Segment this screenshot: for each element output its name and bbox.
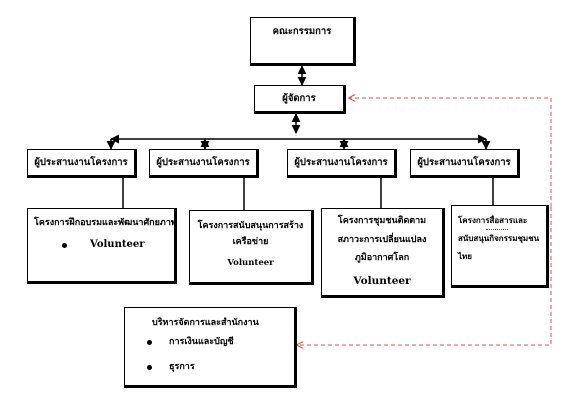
- project-box-4: โครงการสื่อสารและ สนับสนุนกิจกรรมชุมชน ไ…: [451, 205, 549, 288]
- coordinator-label: ผู้ประสานงานโครงการ: [417, 157, 511, 168]
- board-box: คณะกรรมการ: [250, 17, 356, 66]
- coordinator-box-1: ผู้ประสานงานโครงการ: [27, 149, 137, 178]
- bullet-icon: [62, 243, 67, 248]
- project-line: ไทย: [458, 252, 472, 261]
- project-line: เครือข่าย: [232, 237, 269, 247]
- project-line: โครงการสื่อสารและ: [458, 216, 528, 225]
- board-label: คณะกรรมการ: [272, 26, 332, 37]
- admin-item: การเงินและบัญชี: [169, 337, 234, 347]
- coordinator-label: ผู้ประสานงานโครงการ: [294, 157, 388, 168]
- admin-title: บริหารจัดการและสำนักงาน: [152, 318, 259, 328]
- bullet-icon: [147, 340, 152, 345]
- admin-item: ธุรการ: [169, 362, 195, 372]
- spellcheck-underline: [486, 227, 508, 230]
- project-line: โครงการฝึกอบรมและพัฒนาศักยภาพ: [34, 218, 177, 228]
- project-volunteer: Volunteer: [227, 258, 274, 268]
- coordinator-label: ผู้ประสานงานโครงการ: [34, 157, 128, 168]
- dashed-link: [349, 98, 552, 207]
- dashed-link-admin: [297, 207, 552, 345]
- manager-label: ผู้จัดการ: [282, 93, 316, 104]
- bullet-icon: [147, 365, 152, 370]
- coordinator-box-2: ผู้ประสานงานโครงการ: [149, 149, 259, 178]
- project-line: สนับสนุนกิจกรรมชุมชน: [458, 234, 540, 243]
- project-volunteer: Volunteer: [90, 239, 145, 250]
- project-line: ภูมิอากาศโลก: [354, 253, 410, 263]
- project-line: สภาวะการเปลี่ยนแปลง: [337, 235, 427, 245]
- project-line: โครงการชุมชนติดตาม: [337, 216, 427, 226]
- coordinator-box-3: ผู้ประสานงานโครงการ: [287, 149, 397, 178]
- project-box-3: โครงการชุมชนติดตาม สภาวะการเปลี่ยนแปลง ภ…: [321, 208, 445, 298]
- project-box-1: โครงการฝึกอบรมและพัฒนาศักยภาพ Volunteer: [27, 208, 177, 284]
- project-volunteer: Volunteer: [353, 275, 411, 287]
- admin-box: บริหารจัดการและสำนักงาน การเงินและบัญชี …: [124, 307, 297, 388]
- manager-box: ผู้จัดการ: [254, 85, 346, 114]
- coordinator-label: ผู้ประสานงานโครงการ: [156, 157, 250, 168]
- project-line: โครงการสนับสนุนการสร้าง: [197, 221, 304, 231]
- project-box-2: โครงการสนับสนุนการสร้าง เครือข่าย Volunt…: [189, 210, 314, 285]
- coordinator-box-4: ผู้ประสานงานโครงการ: [410, 149, 520, 178]
